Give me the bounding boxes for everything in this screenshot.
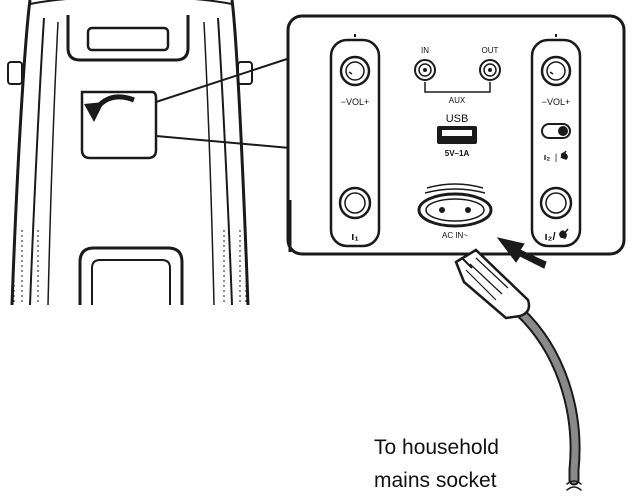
ac-inlet[interactable]	[417, 183, 493, 228]
aux-section: IN OUT AUX	[414, 46, 501, 105]
aux-in-jack[interactable]	[414, 59, 436, 81]
caption-line-2: mains socket	[374, 469, 497, 492]
usb-port[interactable]	[437, 126, 477, 144]
svg-text:ı₂: ı₂	[544, 152, 551, 162]
right-input-strip: −VOL+ ı₂ | ı₂/	[530, 34, 582, 248]
callout-lines	[155, 57, 291, 149]
usb-rating: 5V–1A	[445, 149, 470, 158]
insert-arrow-icon	[496, 237, 547, 269]
aux-group-label: AUX	[449, 96, 466, 105]
right-jack-symbol: ı₂/	[545, 231, 556, 243]
left-input-jack[interactable]	[338, 186, 372, 220]
rotate-arrow-icon	[84, 94, 135, 122]
mic-icon	[559, 228, 569, 239]
right-volume-label: −VOL+	[542, 97, 571, 107]
speaker-body	[7, 0, 253, 306]
svg-text:|: |	[555, 152, 557, 162]
aux-out-label: OUT	[482, 46, 499, 55]
aux-out-jack[interactable]	[479, 59, 501, 81]
right-volume-knob[interactable]	[540, 55, 572, 87]
power-cable	[514, 306, 582, 491]
caption-line-1: To household	[374, 436, 499, 459]
guitar-icon	[560, 150, 568, 160]
left-volume-knob[interactable]	[339, 55, 371, 87]
aux-in-label: IN	[421, 46, 429, 55]
usb-label: USB	[446, 113, 469, 125]
power-plug	[454, 248, 531, 320]
left-volume-label: −VOL+	[341, 97, 370, 107]
left-input-strip: −VOL+ ı₁	[329, 34, 381, 248]
ac-in-label: AC IN~	[442, 231, 468, 240]
right-input-jack[interactable]	[539, 186, 573, 220]
usb-section: USB 5V–1A	[437, 113, 477, 158]
left-jack-symbol: ı₁	[351, 231, 359, 243]
mic-guitar-toggle-icon[interactable]: ı₂ |	[541, 123, 571, 162]
aux-bracket	[424, 82, 491, 93]
